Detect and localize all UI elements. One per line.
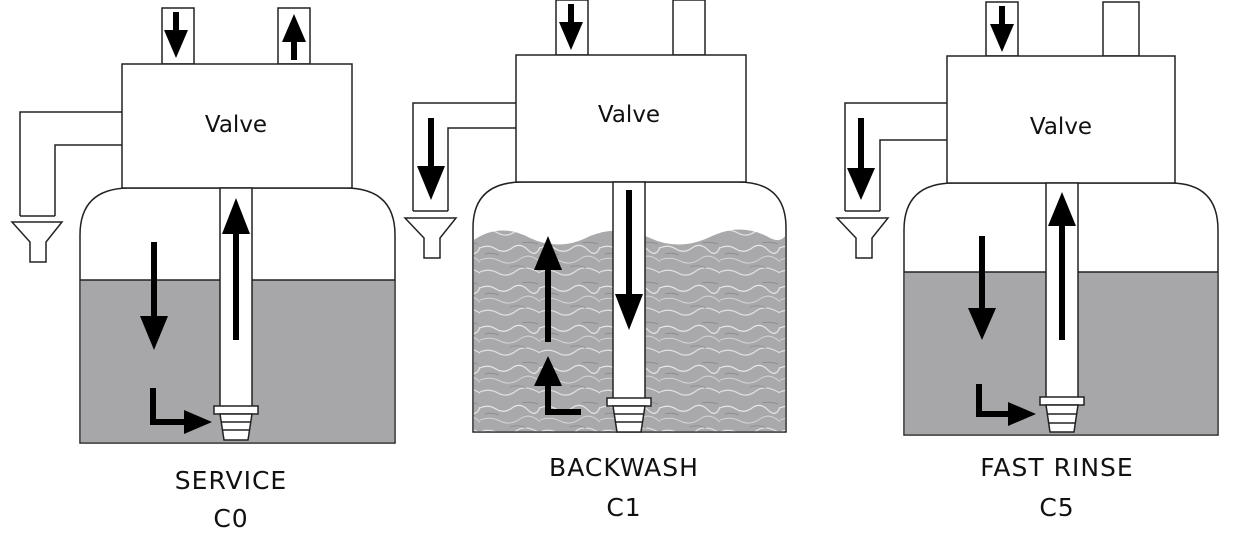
- drain-pipe-service: [19, 111, 122, 216]
- valve-box-backwash: [515, 54, 747, 183]
- drain-funnel-fast-rinse: [835, 217, 890, 259]
- outlet-pipe-backwash: [672, 0, 706, 56]
- mode-label-service: SERVICE: [175, 466, 287, 495]
- mode-label-fast-rinse: FAST RINSE: [980, 453, 1133, 482]
- distributor-fast-rinse: [1039, 396, 1085, 406]
- drain-funnel-backwash: [403, 217, 458, 259]
- flow-arrows-backwash: [417, 4, 643, 415]
- valve-label-service: Valve: [205, 112, 267, 138]
- mode-label-backwash: BACKWASH: [549, 453, 699, 482]
- valve-box-service: [121, 63, 353, 189]
- drain-pipe-fast-rinse: [844, 102, 947, 211]
- drain-pipe-backwash: [412, 102, 516, 211]
- panel-backwash: Valve BACKWASH C1: [403, 0, 787, 522]
- drain-funnel-service: [10, 221, 64, 263]
- valve-label-fast-rinse: Valve: [1030, 114, 1092, 140]
- distributor-backwash: [606, 397, 652, 407]
- code-label-service: C0: [213, 504, 248, 533]
- panel-service: Valve SERVICE C0: [10, 7, 396, 533]
- flow-arrows-service: [140, 12, 306, 434]
- code-label-backwash: C1: [606, 493, 641, 522]
- outlet-pipe-fast-rinse: [1102, 1, 1140, 57]
- panel-fast-rinse: Valve FAST RINSE C5: [835, 1, 1219, 522]
- distributor-service: [213, 405, 259, 415]
- valve-label-backwash: Valve: [598, 102, 660, 128]
- flow-arrows-fast-rinse: [847, 6, 1076, 426]
- code-label-fast-rinse: C5: [1039, 493, 1074, 522]
